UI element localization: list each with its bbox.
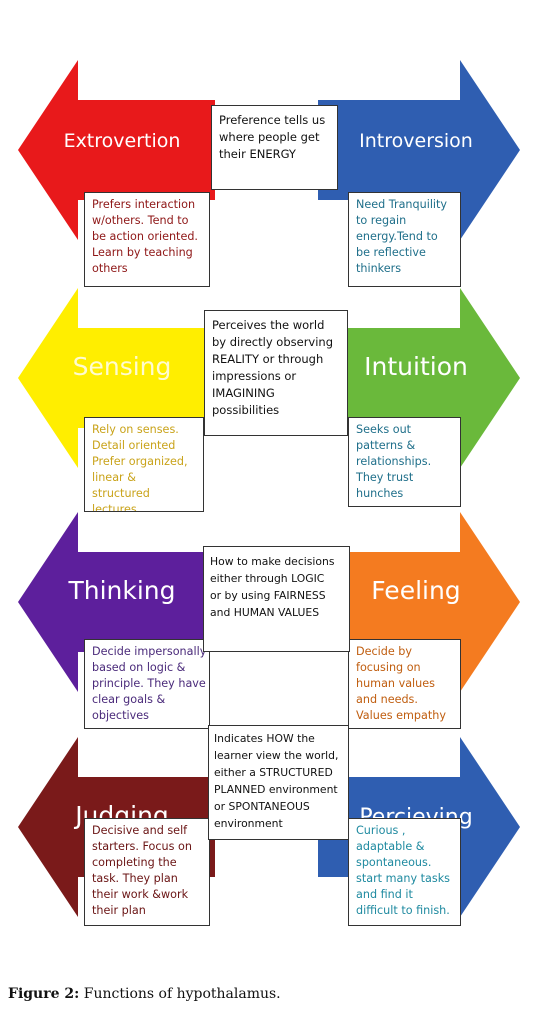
center-line: REALITY or through	[212, 352, 324, 366]
center-line: learner view the world,	[214, 749, 339, 762]
label-intuition: Intuition	[364, 352, 468, 381]
label-extrovertion: Extrovertion	[64, 130, 181, 152]
desc-line: Decide impersonally	[92, 645, 207, 658]
center-line: How to make decisions	[210, 555, 335, 568]
desc-line: spontaneous.	[356, 856, 432, 869]
desc-line: Rely on senses.	[92, 423, 179, 436]
desc-line: relationships.	[356, 455, 432, 468]
desc-line: focusing on	[356, 661, 421, 674]
desc-line: lectures	[92, 503, 137, 512]
desc-line: Seeks out	[356, 423, 412, 436]
center-line: either a STRUCTURED	[214, 766, 333, 779]
desc-line: patterns &	[356, 439, 416, 452]
center-line: and HUMAN VALUES	[210, 606, 320, 619]
desc-line: Detail oriented	[92, 439, 176, 452]
desc-line: others	[92, 262, 128, 275]
desc-line: be action oriented.	[92, 230, 198, 243]
center-line: possibilities	[212, 403, 280, 417]
center-note-1: Preference tells us where people get their…	[211, 105, 338, 190]
caption-prefix: Figure 2:	[8, 986, 80, 1002]
desc-judging: Decisive and self starters. Focus on compl…	[84, 818, 210, 926]
desc-line: Values empathy	[356, 709, 446, 722]
desc-line: human values	[356, 677, 435, 690]
desc-percieving: Curious , adaptable & spontaneous. start ma…	[348, 818, 461, 926]
desc-line: Need Tranquility	[356, 198, 448, 211]
desc-line: starters. Focus on	[92, 840, 192, 853]
center-line: Preference tells us	[219, 113, 326, 127]
desc-line: thinkers	[356, 262, 402, 275]
center-note-2: Perceives the world by directly observing…	[204, 310, 348, 436]
desc-introversion: Need Tranquility to regain energy.Tend to b…	[348, 192, 461, 287]
desc-line: be reflective	[356, 246, 426, 259]
desc-line: and needs.	[356, 693, 418, 706]
center-line: where people get	[219, 130, 320, 144]
desc-line: task. They plan	[92, 872, 178, 885]
center-line: environment	[214, 817, 283, 830]
desc-line: based on logic &	[92, 661, 186, 674]
figure-caption: Figure 2: Functions of hypothalamus.	[8, 986, 281, 1002]
desc-thinking: Decide impersonally based on logic & princ…	[84, 639, 210, 729]
desc-line: to regain	[356, 214, 407, 227]
center-line: IMAGINING	[212, 386, 275, 400]
desc-line: structured	[92, 487, 150, 500]
desc-feeling: Decide by focusing on human values and need…	[348, 639, 461, 729]
center-note-4: Indicates HOW the learner view the world,…	[208, 725, 349, 840]
center-line: either through LOGIC	[210, 572, 325, 585]
desc-extrovertion: Prefers interaction w/others. Tend to be a…	[84, 192, 210, 287]
center-line: by directly observing	[212, 335, 334, 349]
desc-line: Decide by	[356, 645, 413, 658]
desc-line: Learn by teaching	[92, 246, 193, 259]
desc-line: start many tasks	[356, 872, 451, 885]
desc-line: and find it	[356, 888, 413, 901]
desc-line: completing the	[92, 856, 177, 869]
center-line: their ENERGY	[219, 147, 296, 161]
desc-intuition: Seeks out patterns & relationships. They tr…	[348, 417, 461, 507]
label-sensing: Sensing	[73, 352, 172, 381]
center-line: impressions or	[212, 369, 297, 383]
center-line: or SPONTANEOUS	[214, 800, 310, 813]
center-line: PLANNED environment	[214, 783, 338, 796]
desc-line: Curious ,	[356, 824, 406, 837]
center-line: Perceives the world	[212, 318, 325, 332]
desc-line: their work &work	[92, 888, 189, 901]
caption-text: Functions of hypothalamus.	[79, 986, 281, 1002]
desc-line: linear &	[92, 471, 136, 484]
desc-line: Prefer organized,	[92, 455, 188, 468]
label-thinking: Thinking	[67, 576, 175, 605]
center-note-3: How to make decisions either through LOGI…	[203, 546, 350, 652]
desc-line: Decisive and self	[92, 824, 188, 837]
desc-line: w/others. Tend to	[92, 214, 189, 227]
desc-line: principle. They have	[92, 677, 206, 690]
desc-line: adaptable &	[356, 840, 425, 853]
center-line: or by using FAIRNESS	[210, 589, 326, 602]
desc-line: energy.Tend to	[356, 230, 438, 243]
label-introversion: Introversion	[359, 130, 473, 152]
desc-line: difficult to finish.	[356, 904, 450, 917]
desc-line: They trust	[356, 471, 414, 484]
desc-line: hunches	[356, 487, 404, 500]
desc-line: their plan	[92, 904, 146, 917]
label-feeling: Feeling	[371, 576, 460, 605]
desc-line: clear goals &	[92, 693, 166, 706]
desc-line: Prefers interaction	[92, 198, 196, 211]
desc-line: objectives	[92, 709, 149, 722]
center-line: Indicates HOW the	[214, 732, 315, 745]
